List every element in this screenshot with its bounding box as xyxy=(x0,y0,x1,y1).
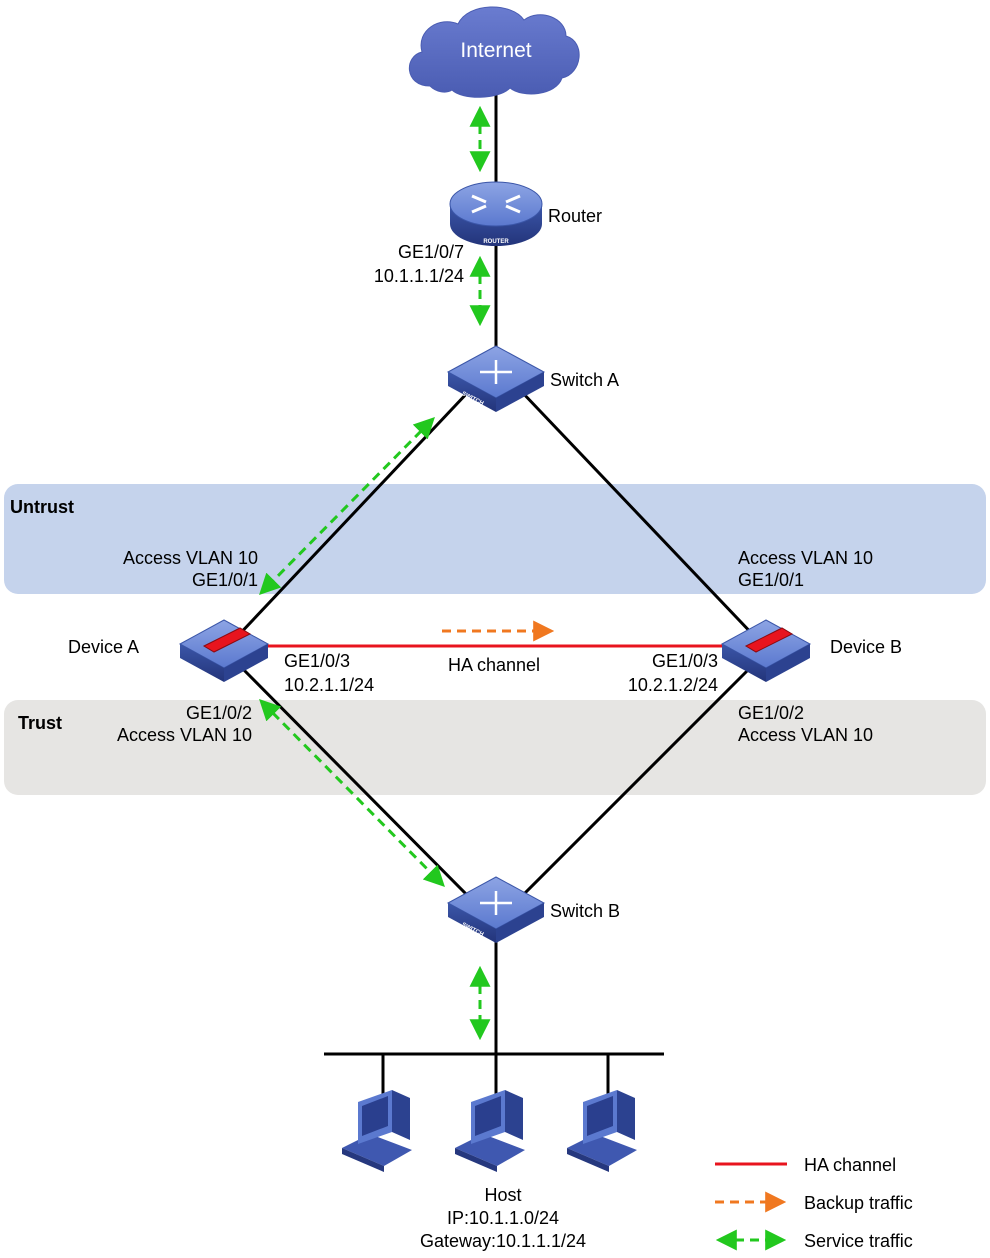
router-port: GE1/0/7 xyxy=(398,242,464,262)
switch-a-icon: SWITCH xyxy=(446,345,546,412)
device-a-untrust-port: GE1/0/1 xyxy=(192,570,258,590)
device-a-label: Device A xyxy=(68,637,139,657)
host-ip: IP:10.1.1.0/24 xyxy=(447,1208,559,1228)
device-a-untrust-vlan: Access VLAN 10 xyxy=(123,548,258,568)
host-computer-left-icon xyxy=(342,1090,412,1172)
device-b-ha-port: GE1/0/3 xyxy=(652,651,718,671)
device-a-trust-vlan: Access VLAN 10 xyxy=(117,725,252,745)
untrust-zone-label: Untrust xyxy=(10,497,74,517)
host-gateway: Gateway:10.1.1.1/24 xyxy=(420,1231,586,1251)
trust-zone xyxy=(4,700,986,795)
host-label: Host xyxy=(484,1185,521,1205)
internet-cloud-icon xyxy=(408,6,580,98)
switch-b-label: Switch B xyxy=(550,901,620,921)
device-a-ha-port: GE1/0/3 xyxy=(284,651,350,671)
router-label: Router xyxy=(548,206,602,226)
service-traffic-device-a-switch-b xyxy=(259,699,445,887)
device-b-untrust-vlan: Access VLAN 10 xyxy=(738,548,873,568)
service-traffic-arrows xyxy=(259,105,491,1041)
device-a-firewall-icon xyxy=(178,619,270,682)
legend-backup-traffic-label: Backup traffic xyxy=(804,1193,913,1213)
switch-b-icon: SWITCH xyxy=(446,876,546,943)
service-traffic-switch-a-device-a xyxy=(259,417,435,595)
device-b-trust-vlan: Access VLAN 10 xyxy=(738,725,873,745)
legend: HA channel Backup traffic Service traffi… xyxy=(715,1155,913,1251)
host-computer-right-icon xyxy=(567,1090,637,1172)
device-b-firewall-icon xyxy=(720,619,812,682)
switch-a-label: Switch A xyxy=(550,370,619,390)
device-b-untrust-port: GE1/0/1 xyxy=(738,570,804,590)
trust-zone-label: Trust xyxy=(18,713,62,733)
link-device-b-switch-b xyxy=(518,658,760,900)
router-ip: 10.1.1.1/24 xyxy=(374,266,464,286)
router-badge: ROUTER xyxy=(483,239,509,245)
ha-channel-label: HA channel xyxy=(448,655,540,675)
host-computer-center-icon xyxy=(455,1090,525,1172)
device-b-ha-ip: 10.2.1.2/24 xyxy=(628,675,718,695)
router-icon: ROUTER xyxy=(449,181,543,246)
device-b-trust-port: GE1/0/2 xyxy=(738,703,804,723)
device-b-label: Device B xyxy=(830,637,902,657)
untrust-zone xyxy=(4,484,986,594)
device-a-trust-port: GE1/0/2 xyxy=(186,703,252,723)
legend-service-traffic-label: Service traffic xyxy=(804,1231,913,1251)
device-a-ha-ip: 10.2.1.1/24 xyxy=(284,675,374,695)
legend-ha-channel-label: HA channel xyxy=(804,1155,896,1175)
link-switch-a-device-b xyxy=(518,388,760,642)
internet-label: Internet xyxy=(460,39,531,62)
